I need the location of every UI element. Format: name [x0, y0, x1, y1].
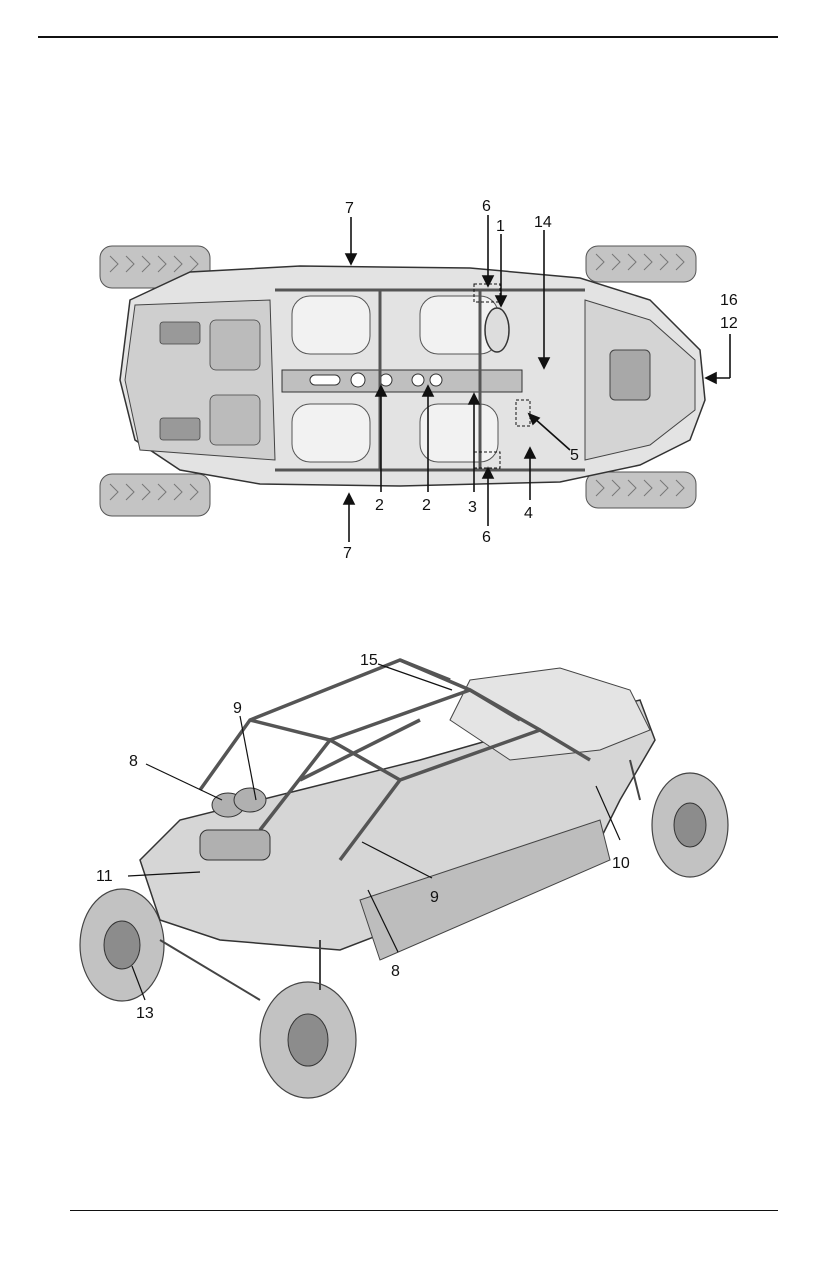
callout-2-left: 2 [375, 497, 384, 514]
center-console [281, 369, 523, 393]
callout-7-bottom: 7 [343, 545, 352, 562]
callout-8-bottom: 8 [391, 963, 400, 980]
roll-cage-bars [275, 288, 585, 472]
tires [99, 245, 697, 517]
rear-vents [159, 319, 261, 446]
callout-7-top: 7 [345, 200, 354, 217]
iso-suspension [159, 759, 641, 1001]
top-rule [38, 36, 778, 38]
callout-9-bottom: 9 [430, 889, 439, 906]
iso-view-leaders [127, 663, 621, 1001]
iso-engine [199, 787, 271, 861]
vehicle-top-view-figure: 7 6 1 14 16 12 5 2 2 3 4 6 7 [99, 198, 738, 562]
iso-body [139, 699, 656, 951]
callout-12: 12 [720, 315, 738, 332]
callout-8-top: 8 [129, 753, 138, 770]
top-view-leaders [342, 215, 731, 542]
callout-10: 10 [612, 855, 630, 872]
callout-4: 4 [524, 505, 533, 522]
callout-11: 11 [96, 868, 113, 885]
callout-2-right: 2 [422, 497, 431, 514]
callout-1: 1 [496, 218, 505, 235]
tread-marks [109, 253, 685, 501]
callout-3: 3 [468, 499, 477, 516]
iso-side-panel [359, 819, 611, 961]
iso-hubs [103, 802, 707, 1067]
callout-5: 5 [570, 447, 579, 464]
bottom-rule [70, 1210, 778, 1211]
callout-16: 16 [720, 292, 738, 309]
tire-rear-left [99, 473, 211, 517]
callout-9-top: 9 [233, 700, 242, 717]
iso-hood [449, 667, 651, 761]
callout-14: 14 [534, 214, 552, 231]
callout-13: 13 [136, 1005, 154, 1022]
callout-6-top: 6 [482, 198, 491, 215]
iso-roll-cage [198, 658, 591, 862]
steering-wheel [484, 307, 510, 353]
callout-15: 15 [360, 652, 378, 669]
callout-6-bottom: 6 [482, 529, 491, 546]
vehicle-isometric-view-figure: 15 9 8 11 9 8 10 13 [79, 652, 729, 1099]
